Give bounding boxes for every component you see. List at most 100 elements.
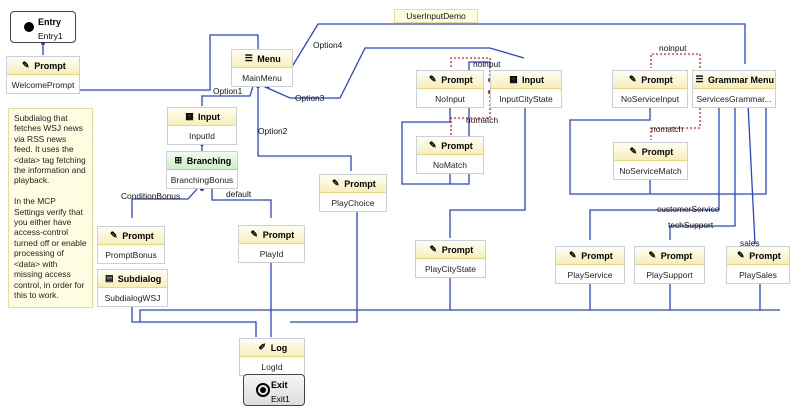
node-type: Prompt — [344, 178, 376, 189]
node-input-city-state[interactable]: ▦ Input InputCityState — [490, 70, 562, 108]
node-services-grammar-menu[interactable]: ☰Grammar Menu ServicesGrammar... — [692, 70, 776, 108]
prompt-icon: ✎ — [109, 230, 118, 240]
node-main-menu[interactable]: ☰ Menu MainMenu — [231, 49, 293, 87]
node-input-id[interactable]: ▦ Input InputId — [167, 107, 237, 145]
exit-node[interactable]: Exit Exit1 — [243, 374, 305, 406]
node-type: Branching — [186, 155, 232, 166]
node-welcome-prompt[interactable]: ✎Prompt WelcomePrompt — [6, 56, 80, 94]
entry-name: Entry1 — [38, 31, 63, 41]
menu-icon: ☰ — [244, 53, 253, 63]
node-prompt-bonus[interactable]: ✎Prompt PromptBonus — [97, 226, 165, 264]
node-label: PlaySales — [739, 270, 777, 280]
entry-icon — [24, 22, 34, 32]
input-icon: ▦ — [185, 111, 194, 121]
node-label: WelcomePrompt — [11, 80, 75, 90]
node-type: Input — [522, 74, 544, 85]
node-type: Prompt — [641, 146, 674, 157]
node-log-id[interactable]: ✐Log LogId — [239, 338, 305, 376]
node-label: LogId — [261, 362, 283, 372]
node-label: SubdialogWSJ — [104, 293, 161, 303]
node-no-service-input[interactable]: ✎ Prompt NoServiceInput — [612, 70, 688, 108]
node-label: NoInput — [435, 94, 465, 104]
prompt-icon: ✎ — [331, 178, 340, 188]
edge-label-noinput-1: noinput — [473, 59, 501, 69]
wire-option4 — [289, 23, 746, 71]
input-icon: ▦ — [509, 74, 518, 84]
node-label: NoServiceInput — [620, 94, 680, 104]
wire-default — [211, 189, 272, 218]
node-type: Menu — [257, 53, 281, 64]
edge-label-option3: Option3 — [295, 93, 325, 103]
node-type: Prompt — [441, 244, 474, 255]
entry-type: Entry — [38, 17, 62, 27]
node-label: BranchingBonus — [170, 175, 234, 185]
node-type: Prompt — [749, 250, 781, 261]
wire-bottom-bus — [139, 309, 780, 322]
wire-nosvcmatch-err — [650, 92, 701, 140]
edge-label-sales: sales — [740, 238, 760, 248]
exit-type: Exit — [271, 380, 288, 390]
node-play-support[interactable]: ✎Prompt PlaySupport — [634, 246, 705, 284]
node-label: InputId — [189, 131, 215, 141]
node-type: Prompt — [660, 250, 693, 261]
edge-label-option2: Option2 — [258, 126, 288, 136]
prompt-icon: ✎ — [428, 74, 437, 84]
node-play-city-state[interactable]: ✎Prompt PlayCityState — [415, 240, 486, 278]
wire-noinput-loop — [401, 61, 491, 185]
node-no-service-match[interactable]: ✎Prompt NoServiceMatch — [613, 142, 688, 180]
subdialog-icon: ▤ — [104, 273, 114, 283]
node-play-choice[interactable]: ✎Prompt PlayChoice — [319, 174, 387, 212]
prompt-icon: ✎ — [648, 250, 657, 260]
node-label: MainMenu — [242, 73, 282, 83]
exit-icon — [256, 383, 270, 397]
node-label: InputCityState — [499, 94, 553, 104]
edge-label-default: default — [226, 189, 252, 199]
edge-label-option4: Option4 — [313, 40, 343, 50]
node-label: PlayId — [259, 249, 284, 259]
node-label: PlayService — [567, 270, 613, 280]
node-no-input[interactable]: ✎Prompt NoInput — [416, 70, 484, 108]
wire-nosvcinput-err — [650, 53, 701, 76]
note-text: Subdialog that fetches WSJ news via RSS … — [14, 113, 87, 300]
diagram-title[interactable]: UserInputDemo — [394, 9, 478, 23]
node-branching-bonus[interactable]: ⊞Branching BranchingBonus — [166, 151, 238, 189]
node-type: Prompt — [262, 229, 295, 240]
wire-noinput-err — [450, 57, 491, 76]
prompt-icon: ✎ — [250, 229, 259, 239]
node-play-service[interactable]: ✎ Prompt PlayService — [555, 246, 625, 284]
edge-label-customer-service: customerService — [657, 204, 720, 214]
node-label: PlayCityState — [424, 264, 477, 274]
node-play-sales[interactable]: ✎Prompt PlaySales — [726, 246, 790, 284]
subdialog-note[interactable]: Subdialog that fetches WSJ news via RSS … — [8, 108, 93, 308]
node-no-match[interactable]: ✎Prompt NoMatch — [416, 136, 484, 174]
wire-sales — [747, 103, 756, 245]
node-type: Input — [198, 111, 220, 122]
wire-option2 — [257, 86, 352, 171]
prompt-icon: ✎ — [628, 74, 637, 84]
node-type: Prompt — [122, 230, 154, 241]
node-play-id[interactable]: ✎Prompt PlayId — [238, 225, 305, 263]
node-label: NoMatch — [432, 160, 467, 170]
node-label: ServicesGrammar... — [696, 94, 772, 104]
node-subdialog-wsj[interactable]: ▤Subdialog SubdialogWSJ — [97, 269, 168, 307]
wire-inputcity-playcity — [449, 104, 526, 238]
wire-playchoice-log — [290, 209, 358, 323]
entry-node[interactable]: Entry Entry1 — [10, 11, 76, 43]
wire-conditionbonus — [131, 188, 198, 218]
node-type: Grammar Menu — [707, 74, 775, 85]
wire-option3 — [262, 47, 525, 99]
edge-label-condition-bonus: ConditionBonus — [121, 191, 181, 201]
wire-welcome-menu — [43, 34, 259, 91]
prompt-icon: ✎ — [568, 250, 577, 260]
node-type: Prompt — [641, 74, 673, 85]
wire-nosvc-loop — [569, 104, 767, 195]
prompt-icon: ✎ — [428, 140, 437, 150]
node-type: Prompt — [581, 250, 613, 261]
wire-customer-service — [589, 104, 720, 240]
node-type: Log — [270, 342, 288, 353]
edge-label-option1: Option1 — [213, 86, 243, 96]
prompt-icon: ✎ — [429, 244, 438, 254]
prompt-icon: ✎ — [21, 60, 30, 70]
